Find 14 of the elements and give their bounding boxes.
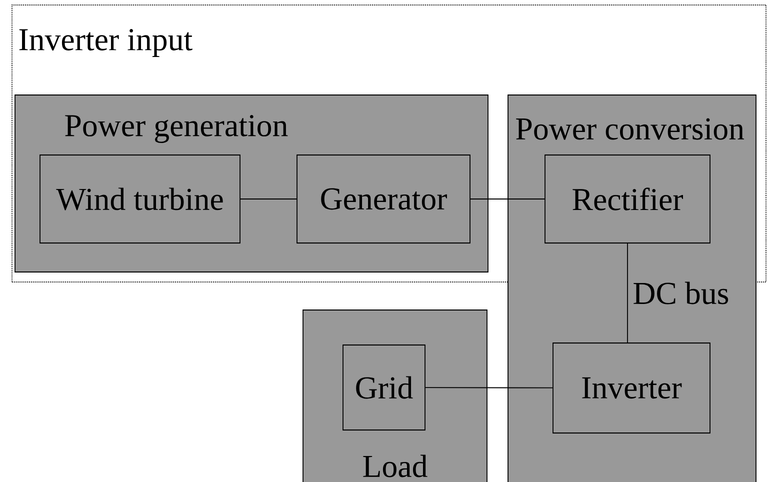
group-label: Power conversion bbox=[516, 118, 744, 140]
group-label: Load bbox=[363, 454, 428, 478]
component-box: Wind turbine bbox=[40, 154, 240, 244]
component-box: Generator bbox=[296, 154, 470, 244]
connector-line bbox=[627, 243, 628, 343]
connector-line bbox=[240, 198, 297, 200]
connector-line bbox=[425, 387, 553, 388]
connector-line bbox=[470, 198, 545, 200]
group-label: Inverter input bbox=[19, 29, 192, 57]
edge-label: DC bus bbox=[632, 280, 730, 306]
component-box: Grid bbox=[342, 344, 426, 430]
component-box: Rectifier bbox=[544, 154, 710, 244]
component-box: Inverter bbox=[552, 342, 710, 434]
group-label: Power generation bbox=[65, 115, 288, 143]
